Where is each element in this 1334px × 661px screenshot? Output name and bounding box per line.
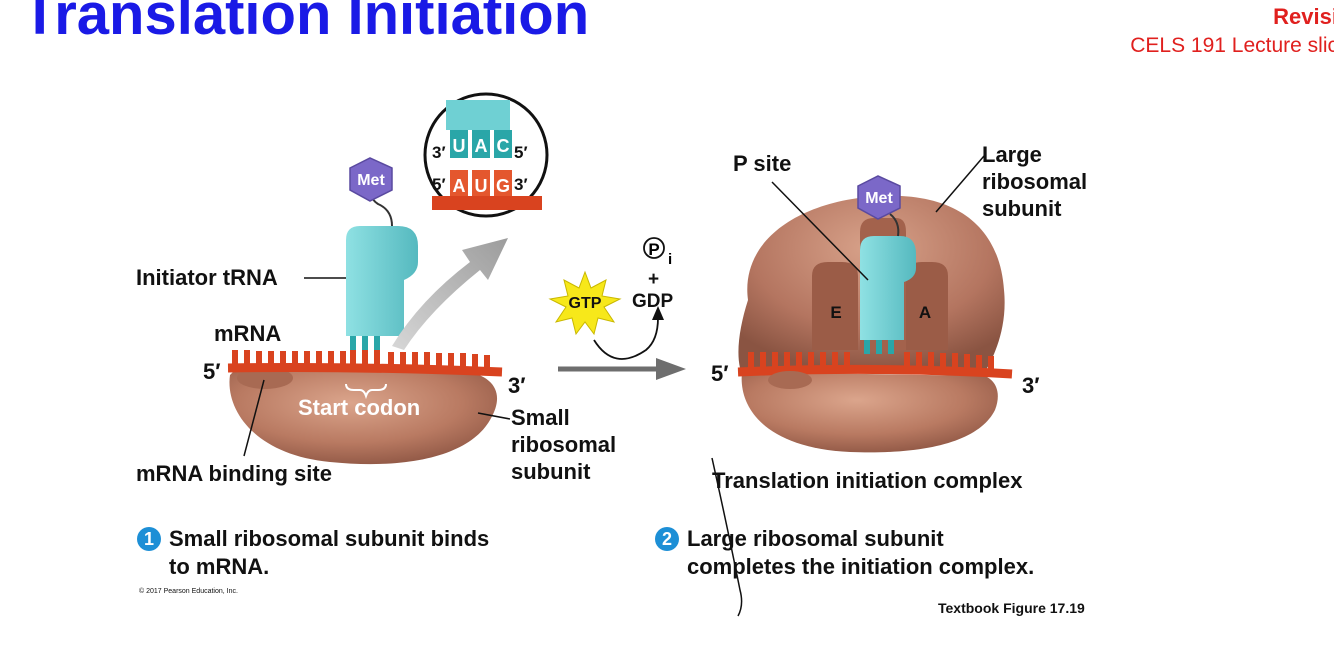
met-text-2: Met (865, 190, 893, 207)
pi-symbol: P i (643, 237, 672, 268)
p-site-label: P site (733, 151, 792, 176)
copyright-text: © 2017 Pearson Education, Inc. (139, 588, 238, 595)
codon-a: A (453, 176, 466, 196)
mrna-strand-1 (227, 344, 503, 377)
met-amino-acid-1: Met (349, 157, 393, 202)
anticodon-c: C (497, 136, 510, 156)
anticodon-5prime: 5′ (514, 143, 528, 162)
codon-u: U (475, 176, 488, 196)
step-2-number: 2 (655, 527, 679, 551)
gdp-label: GDP (632, 291, 674, 312)
anticodon-u: U (453, 136, 466, 156)
start-codon-label: Start codon (298, 395, 421, 420)
met-text-1: Met (357, 172, 385, 189)
small-subunit-label: Small ribosomal subunit (511, 405, 617, 484)
codon-5prime: 5′ (432, 175, 446, 194)
complex-label: Translation initiation complex (712, 468, 1023, 493)
reaction-arrow (558, 306, 686, 380)
large-subunit-label: Large ribosomal subunit (982, 142, 1088, 221)
gtp-text: GTP (569, 295, 602, 312)
step-2: 2 Large ribosomal subunit completes the … (655, 525, 1034, 580)
mrna-label: mRNA (214, 321, 282, 346)
pi-text: P (648, 240, 659, 259)
slide-title: Translation Initiation (22, 0, 590, 47)
anticodon-a: A (475, 136, 488, 156)
a-site-label: A (919, 303, 931, 322)
three-prime-label-2: 3′ (1022, 373, 1040, 398)
e-site-label: E (830, 303, 841, 322)
three-prime-label-1: 3′ (508, 373, 526, 398)
zoom-arrow (392, 238, 508, 350)
step-1: 1 Small ribosomal subunit binds to mRNA. (137, 525, 489, 580)
five-prime-label-1: 5′ (203, 359, 221, 384)
anticodon-3prime: 3′ (432, 143, 446, 162)
panel1-leader-lines (243, 277, 511, 457)
small-ribosomal-subunit-1 (229, 367, 498, 465)
figure-reference: Textbook Figure 17.19 (938, 600, 1085, 616)
gtp-starburst: GTP (548, 270, 622, 336)
course-label: CELS 191 Lecture slic (1130, 34, 1334, 57)
five-prime-label-2: 5′ (711, 361, 729, 386)
step-1-text: Small ribosomal subunit binds to mRNA. (169, 526, 490, 579)
mrna-strand-2 (737, 352, 1013, 389)
codon-g: G (496, 176, 510, 196)
plus-sign: + (648, 269, 660, 290)
step-2-text: Large ribosomal subunit completes the in… (687, 526, 1035, 579)
revision-label: Revisi (1273, 4, 1334, 29)
panel2-leader-lines (711, 155, 985, 617)
initiator-trna-2 (860, 213, 916, 354)
mrna-binding-site-shape (237, 367, 293, 389)
met-amino-acid-2: Met (857, 175, 901, 220)
codon-zoom-inset: U A C A U G 3′ 5′ 5′ 3′ (423, 92, 549, 218)
step-1-number: 1 (137, 527, 161, 551)
mrna-binding-site-label: mRNA binding site (136, 461, 332, 486)
pi-subscript: i (668, 251, 672, 268)
small-ribosomal-subunit-2 (741, 372, 998, 453)
codon-3prime: 3′ (514, 175, 528, 194)
start-codon-brace (345, 383, 387, 400)
initiator-trna-label: Initiator tRNA (136, 265, 278, 290)
